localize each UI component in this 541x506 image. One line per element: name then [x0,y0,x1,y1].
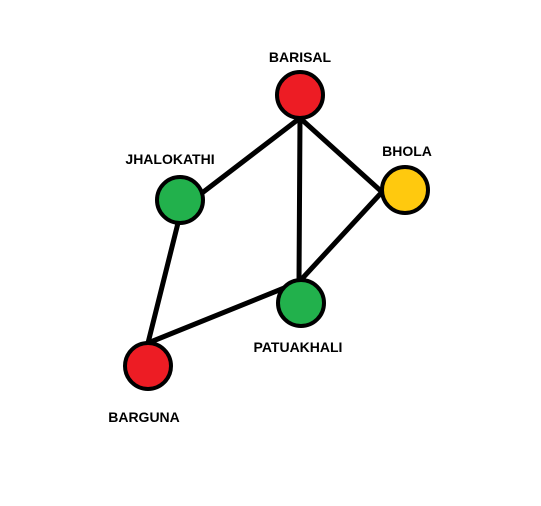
node-bhola [380,165,430,215]
edge-bhola-patuakhali [296,189,385,285]
label-jhalokathi: JHALOKATHI [125,151,214,167]
edge-jhalokathi-barguna [145,220,181,346]
edge-barisal-patuakhali [296,115,303,285]
node-jhalokathi [155,175,205,225]
node-barisal [275,70,325,120]
node-barguna [123,341,173,391]
edge-barguna-patuakhali [145,279,302,346]
label-patuakhali: PATUAKHALI [254,339,343,355]
label-barisal: BARISAL [269,49,332,65]
labels-layer: BARISAL JHALOKATHI BHOLA PATUAKHALI BARGUNA [108,49,432,425]
nodes-layer [123,70,430,391]
node-patuakhali [276,278,326,328]
label-barguna: BARGUNA [108,409,180,425]
edges-layer [145,115,385,346]
edge-barisal-jhalokathi [199,115,303,196]
edge-barisal-bhola [297,115,385,195]
label-bhola: BHOLA [382,143,432,159]
